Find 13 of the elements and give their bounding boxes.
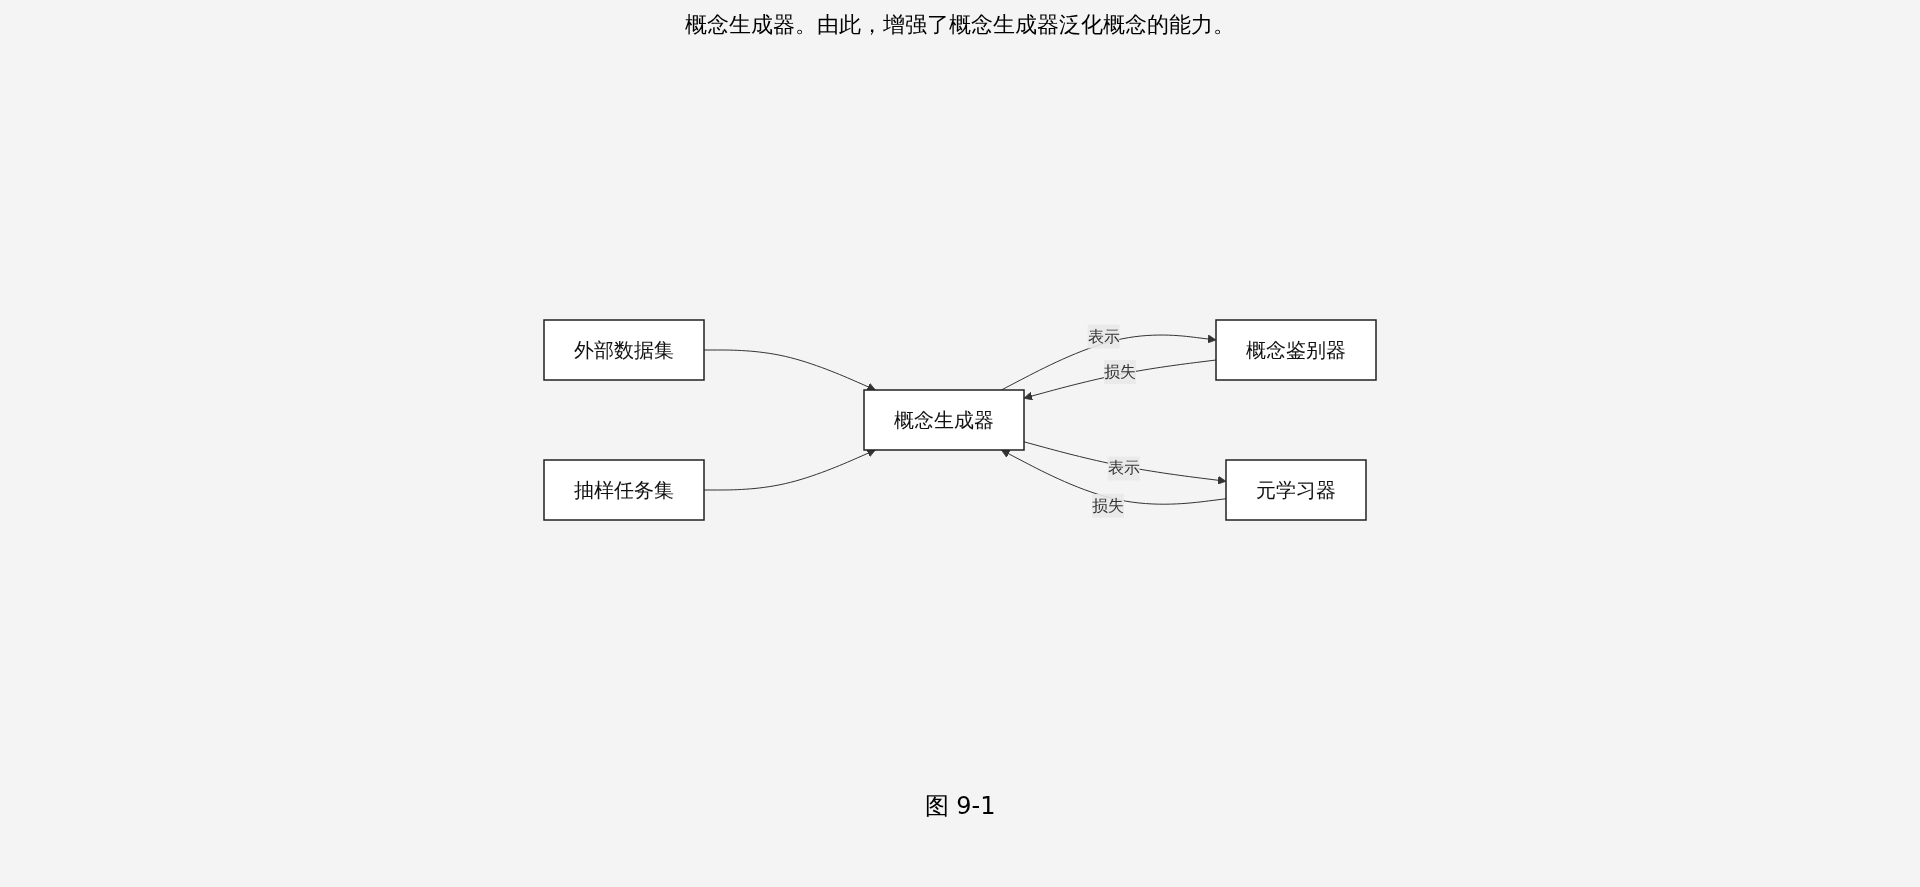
arrow bbox=[1001, 449, 1227, 505]
edge-label: 表示 bbox=[1087, 326, 1120, 346]
edge-label: 表示 bbox=[1107, 458, 1140, 478]
node-box: 抽样任务集 bbox=[543, 459, 705, 521]
edge-label: 损失 bbox=[1104, 362, 1136, 381]
node-box: 概念鉴别器 bbox=[1215, 319, 1377, 381]
arrow bbox=[1000, 334, 1217, 391]
edge-label: 损失 bbox=[1092, 495, 1125, 515]
node-box: 概念生成器 bbox=[863, 389, 1025, 451]
figure-caption: 图 9-1 bbox=[923, 791, 997, 822]
node-box: 元学习器 bbox=[1225, 459, 1367, 521]
text-line: 概念生成器。由此，增强了概念生成器泛化概念的能力。 bbox=[684, 11, 1236, 39]
node-box: 外部数据集 bbox=[543, 319, 705, 381]
